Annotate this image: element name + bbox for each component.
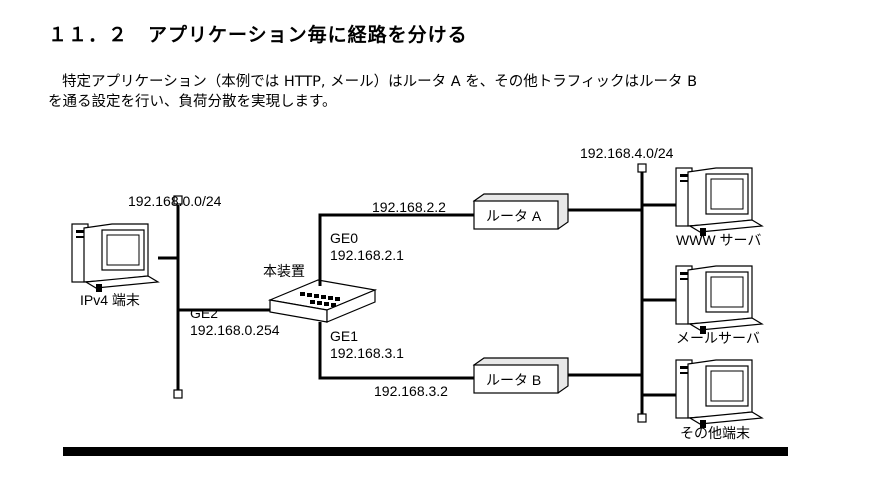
right-network-segment [637, 163, 647, 423]
ge1-ip-label: 192.168.3.1 [330, 345, 404, 361]
description-line-2: を通る設定を行い、負荷分散を実現します。 [48, 94, 337, 110]
router-a-box [472, 193, 569, 230]
router-a-ip-label: 192.168.2.2 [372, 199, 446, 215]
router-b-label: ルータ B [486, 372, 541, 388]
left-network-label: 192.168.0.0/24 [128, 193, 222, 209]
ipv4-terminal-icon [71, 223, 159, 293]
device-switch-icon [267, 279, 378, 323]
section-heading: １１．２ アプリケーション毎に経路を分ける [48, 24, 468, 46]
description-paragraph: 特定アプリケーション（本例では HTTP, メール）はルータ A を、その他トラ… [48, 72, 848, 112]
right-network-label: 192.168.4.0/24 [580, 145, 674, 161]
section-divider [63, 447, 788, 456]
mail-server-label: メールサーバ [676, 330, 760, 346]
www-server-icon [675, 167, 763, 237]
mail-server-icon [675, 265, 763, 335]
www-server-label: WWW サーバ [676, 232, 761, 248]
ge1-name-label: GE1 [330, 328, 358, 344]
other-terminal-icon [675, 359, 763, 429]
ge0-ip-label: 192.168.2.1 [330, 247, 404, 263]
description-line-1: 特定アプリケーション（本例では HTTP, メール）はルータ A を、その他トラ… [62, 74, 698, 90]
left-network-segment [173, 195, 183, 399]
other-terminal-label: その他端末 [680, 425, 750, 441]
router-b-box [472, 357, 569, 394]
ge2-name-label: GE2 [190, 305, 218, 321]
device-label: 本装置 [263, 263, 305, 279]
ipv4-terminal-label: IPv4 端末 [80, 292, 140, 308]
ge0-name-label: GE0 [330, 230, 358, 246]
router-a-label: ルータ A [486, 208, 542, 224]
ge2-ip-label: 192.168.0.254 [190, 322, 280, 338]
router-b-ip-label: 192.168.3.2 [374, 383, 448, 399]
